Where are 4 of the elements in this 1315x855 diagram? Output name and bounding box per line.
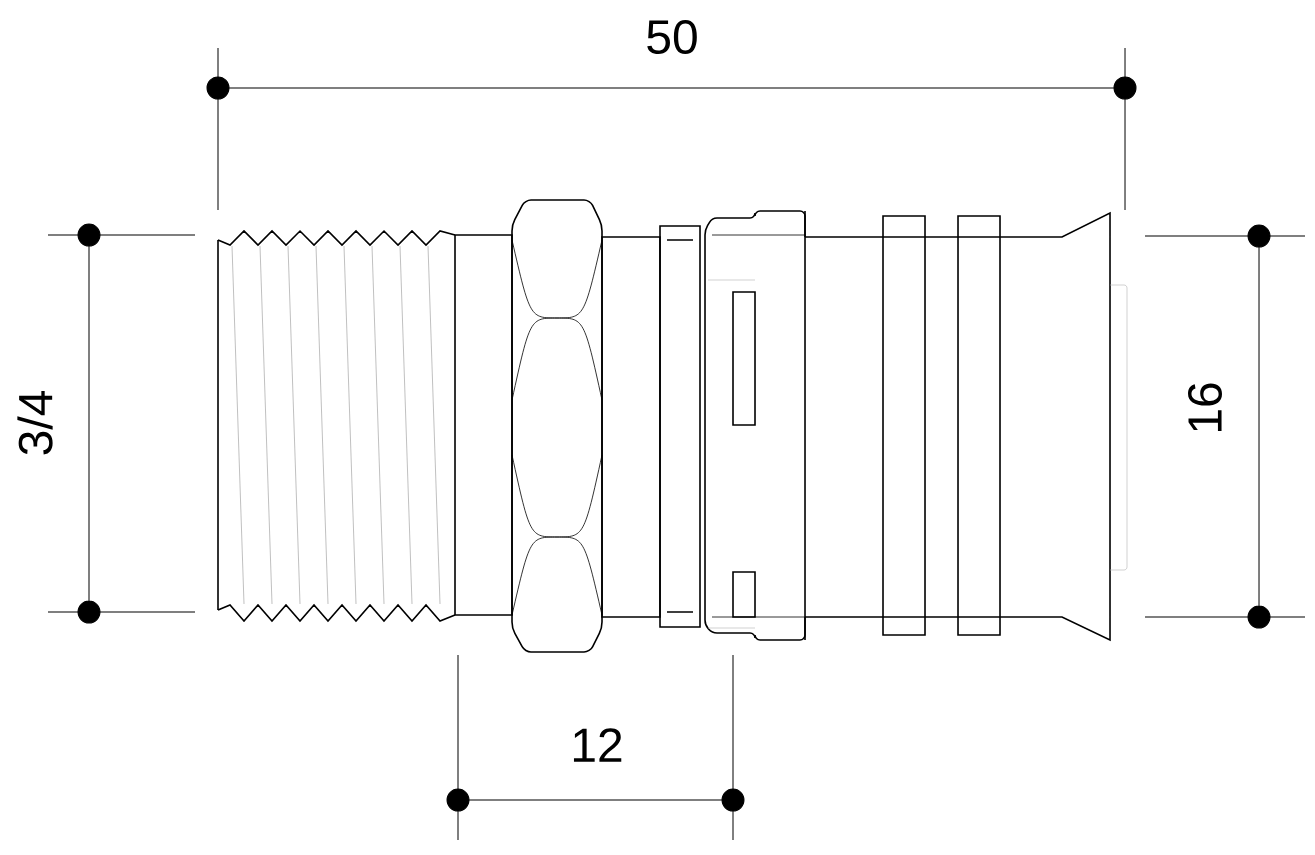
dimension-label: 50: [647, 20, 697, 54]
dimension-label: 3/4: [17, 391, 53, 455]
dimension-label: 12: [573, 728, 622, 762]
dimension-label: 16: [1188, 383, 1222, 432]
